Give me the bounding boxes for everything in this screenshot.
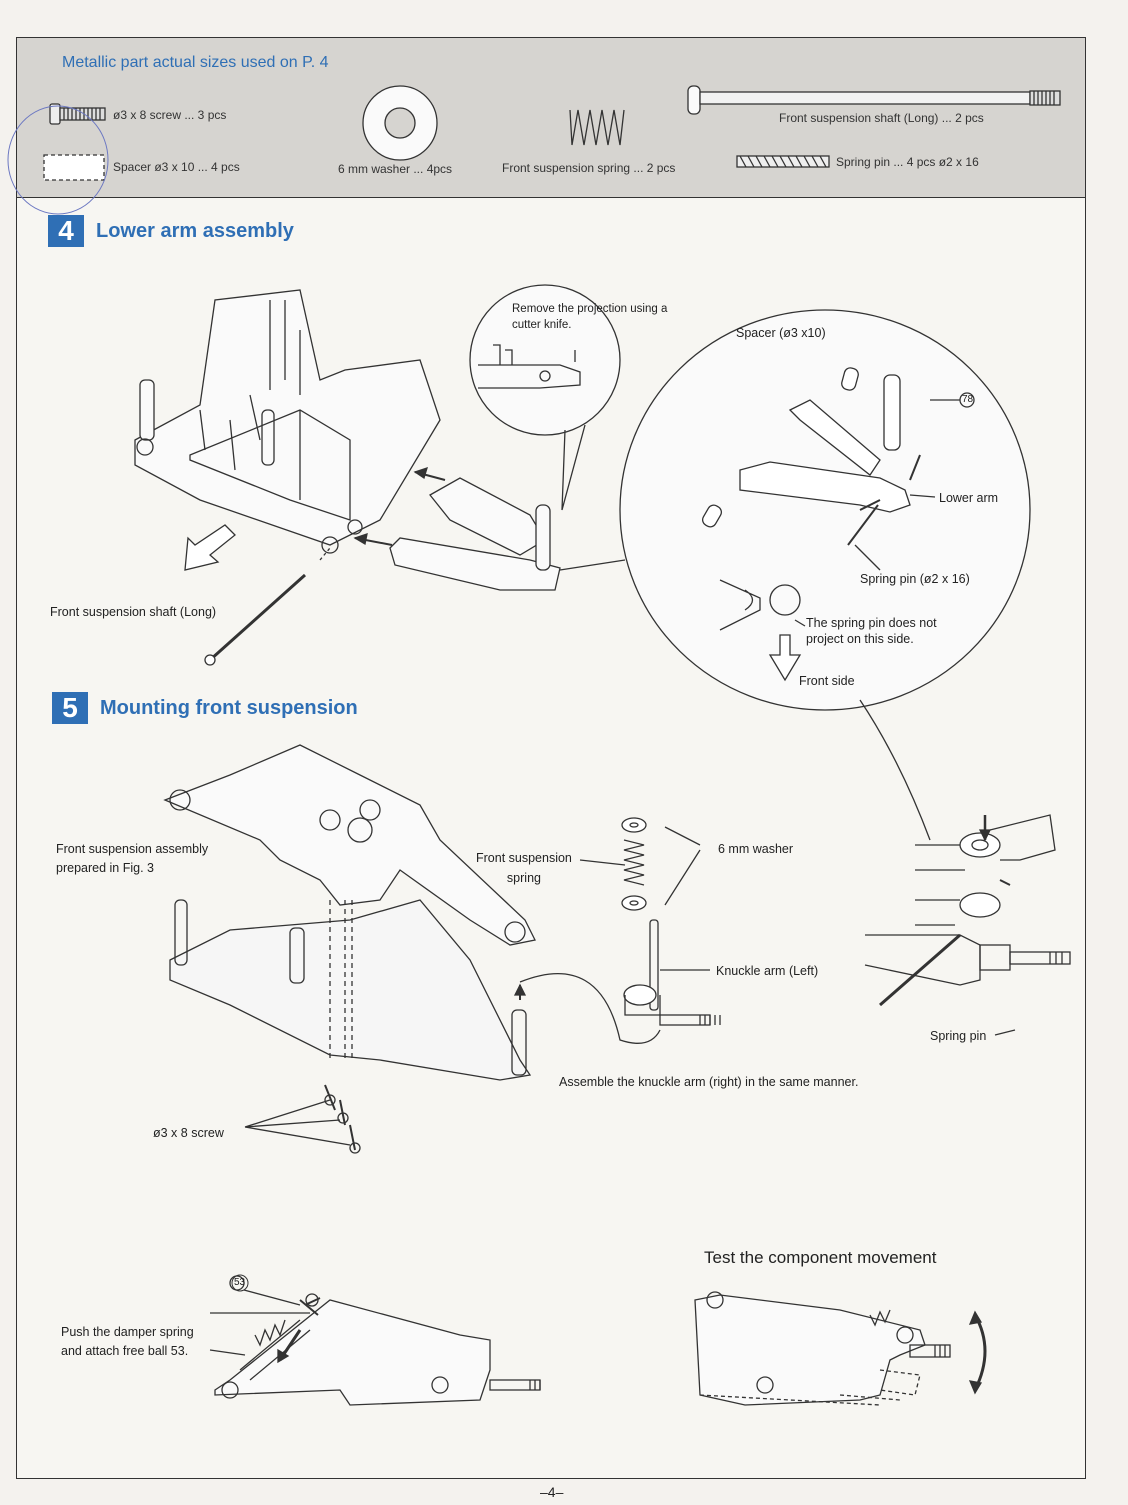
step5-chassis-drawing bbox=[163, 744, 661, 1154]
spacer-icon bbox=[7, 105, 109, 215]
knuckle-label: Knuckle arm (Left) bbox=[716, 964, 819, 978]
step4-title: Lower arm assembly bbox=[96, 219, 294, 242]
lower-arm-callout bbox=[559, 309, 1031, 841]
spring-label: Front suspension spring ... 2 pcs bbox=[502, 161, 676, 175]
part-78-label: 78 bbox=[962, 394, 974, 405]
washer-icon bbox=[362, 85, 438, 161]
screw-label: ø3 x 8 screw ... 3 pcs bbox=[113, 108, 227, 122]
knuckle-drawing bbox=[579, 817, 721, 1026]
screw-icon bbox=[49, 103, 106, 125]
step4-shaft-drawing bbox=[204, 547, 331, 666]
step4-heading: 4 Lower arm assembly bbox=[48, 215, 294, 247]
step4-shaft-label: Front suspension shaft (Long) bbox=[50, 605, 217, 619]
spring-pin-label: Spring pin ... 4 pcs ø2 x 16 bbox=[836, 155, 979, 169]
part-53-label: 53 bbox=[234, 1277, 246, 1288]
shaft-icon bbox=[687, 85, 1061, 115]
step4-number: 4 bbox=[48, 215, 84, 247]
step4-chassis-drawing bbox=[134, 289, 441, 554]
cutter-callout bbox=[469, 284, 621, 511]
step5-heading: 5 Mounting front suspension bbox=[52, 692, 358, 724]
washer-callout-label: 6 mm washer bbox=[718, 842, 794, 856]
spacer-label: Spacer ø3 x 10 ... 4 pcs bbox=[113, 160, 240, 174]
test-movement-title: Test the component movement bbox=[704, 1248, 937, 1267]
lower-arm-label: Lower arm bbox=[939, 491, 999, 505]
test-movement-drawing bbox=[694, 1291, 987, 1406]
page-number: –4– bbox=[540, 1484, 564, 1500]
front-arrow-icon bbox=[184, 524, 236, 571]
damper-drawing bbox=[209, 1275, 541, 1406]
spring-pin-callout-label: Spring pin (ø2 x 16) bbox=[860, 572, 970, 586]
spacer-callout-label: Spacer (ø3 x10) bbox=[736, 326, 826, 340]
same-manner-note: Assemble the knuckle arm (right) in the … bbox=[559, 1075, 859, 1089]
step5-title: Mounting front suspension bbox=[100, 696, 358, 719]
right-spring-pin-label: Spring pin bbox=[930, 1029, 987, 1043]
page-frame bbox=[16, 37, 1086, 1479]
shaft-label: Front suspension shaft (Long) ... 2 pcs bbox=[779, 111, 984, 125]
washer-label: 6 mm washer ... 4pcs bbox=[338, 162, 453, 176]
front-side-label: Front side bbox=[799, 674, 855, 688]
parts-bar-title: Metallic part actual sizes used on P. 4 bbox=[62, 54, 329, 71]
right-knuckle-drawing bbox=[864, 814, 1071, 1036]
step5-number: 5 bbox=[52, 692, 88, 724]
step4-lower-arms-drawing bbox=[353, 466, 561, 591]
spring-pin-icon bbox=[736, 155, 830, 168]
parts-size-bar bbox=[17, 38, 1085, 198]
spring-icon bbox=[569, 109, 625, 146]
step5-screw-label: ø3 x 8 screw bbox=[153, 1126, 224, 1140]
